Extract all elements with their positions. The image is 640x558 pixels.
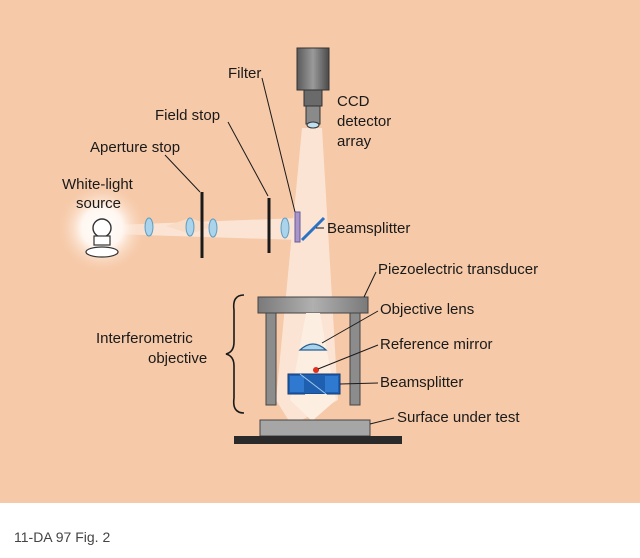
label-filter: Filter [228, 65, 261, 82]
label-beamsplitter-top: Beamsplitter [327, 220, 410, 237]
label-piezoelectric-transducer: Piezoelectric transducer [378, 261, 538, 278]
label-ccd-line3: array [337, 133, 372, 150]
objective-lens-leader [321, 310, 379, 344]
focus-cone [305, 394, 327, 420]
ccd-camera-icon [296, 47, 330, 129]
horizontal-light-beam [112, 218, 300, 240]
label-interferometric-objective-line1: Interferometric [96, 330, 193, 347]
label-field-stop: Field stop [155, 107, 220, 124]
condenser-lens-2 [185, 217, 195, 237]
figure-caption: 11-DA 97 Fig. 2 [14, 529, 111, 545]
objective-brace [225, 294, 245, 414]
beamsplitter-plate [300, 216, 326, 242]
sample [259, 419, 371, 437]
label-objective-lens: Objective lens [380, 301, 474, 318]
objective-lens [298, 343, 328, 351]
field-stop-leader [227, 121, 269, 197]
beamsplitter-cube [287, 373, 341, 395]
beamsplitter-bottom-leader [339, 382, 379, 385]
label-white-light-source-line1: White-light [62, 176, 134, 193]
label-beamsplitter-bottom: Beamsplitter [380, 374, 463, 391]
filter-leader [261, 77, 296, 213]
label-interferometric-objective-line2: objective [148, 350, 207, 367]
piezo-leader [363, 271, 377, 298]
label-white-light-source-line2: source [76, 195, 121, 212]
label-ccd-line2: detector [337, 113, 391, 130]
label-reference-mirror: Reference mirror [380, 336, 493, 353]
filter-element [294, 211, 301, 243]
label-ccd-line1: CCD [337, 93, 370, 110]
relay-lens [280, 217, 290, 239]
label-surface-under-test: Surface under test [397, 409, 520, 426]
reference-mirror-leader [317, 344, 379, 370]
condenser-lens-3 [208, 218, 218, 238]
condenser-lens-1 [144, 217, 154, 237]
reference-mirror-dot [313, 367, 319, 373]
stage [234, 436, 402, 444]
surface-leader [369, 417, 395, 425]
label-aperture-stop: Aperture stop [90, 139, 180, 156]
lamp-icon [85, 218, 119, 258]
objective-housing [257, 296, 369, 406]
aperture-stop-leader [164, 154, 201, 193]
